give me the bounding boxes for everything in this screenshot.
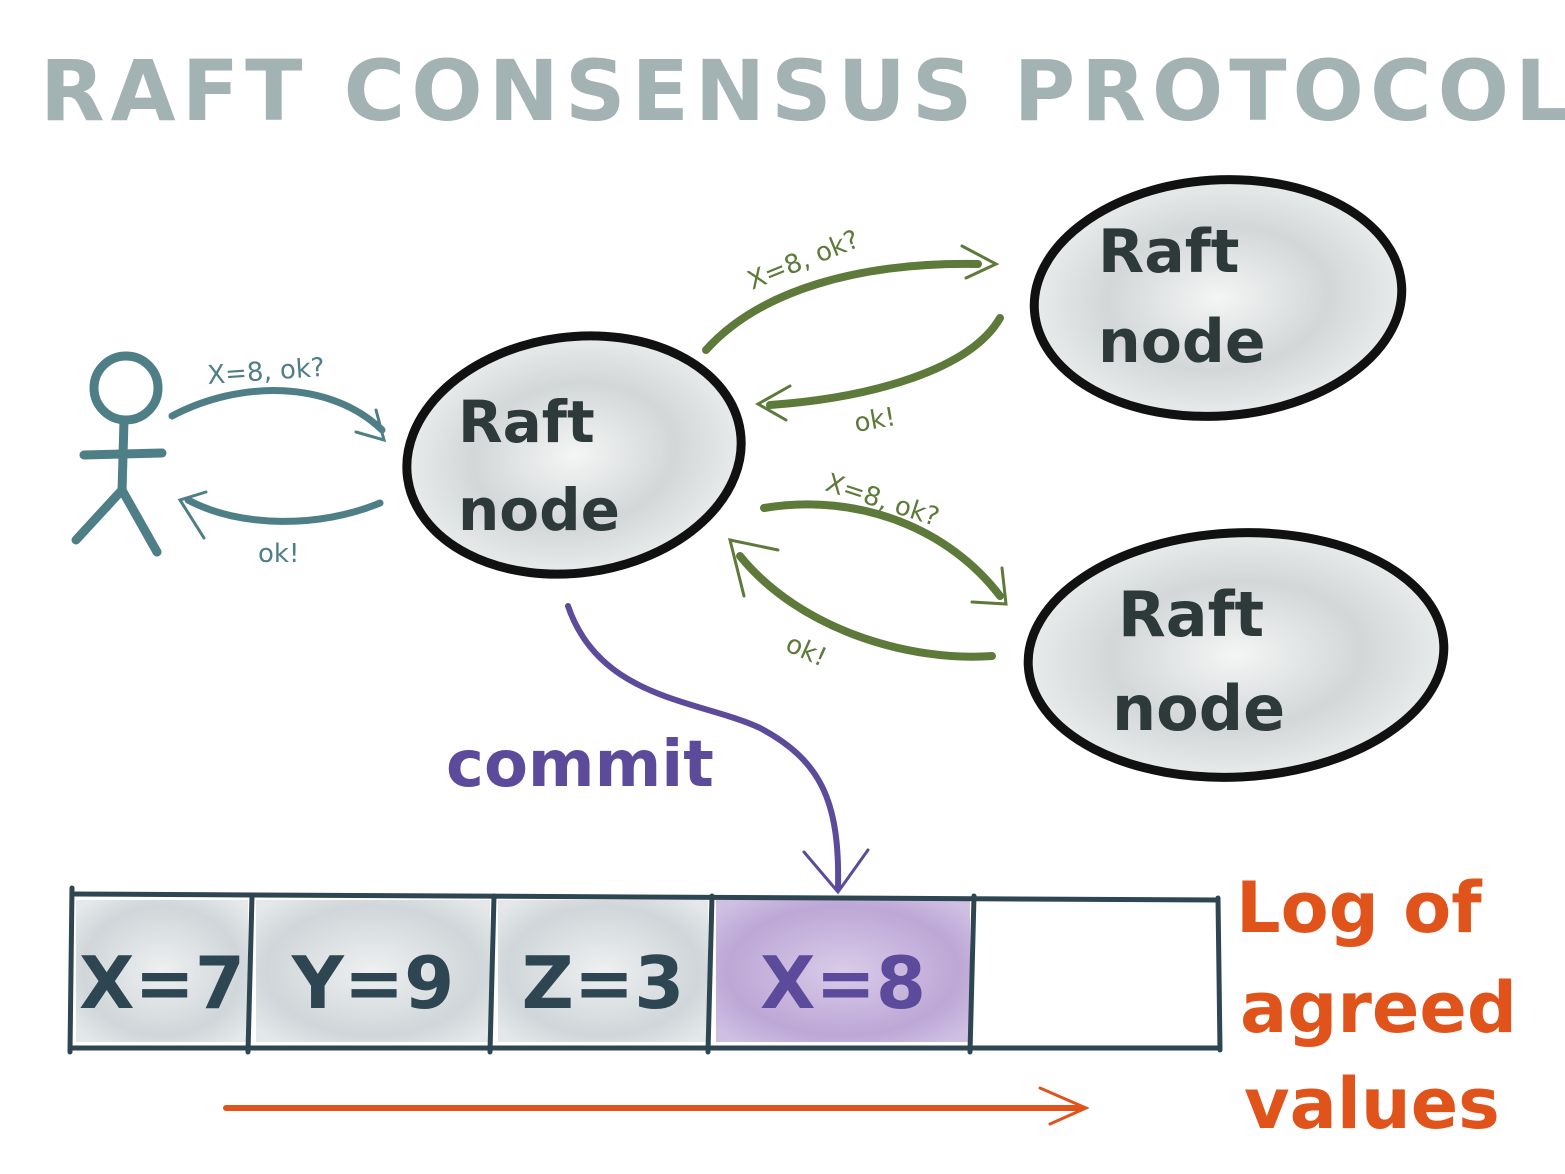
log-entry: Y=9 — [256, 900, 490, 1042]
log-entry: X=8 — [716, 900, 970, 1042]
log-divider — [487, 893, 497, 1055]
page-title: RAFT CONSENSUS PROTOCOL — [40, 42, 1565, 140]
stick-figure-icon — [71, 351, 167, 557]
top-follower-request-arrow — [702, 244, 1000, 354]
top-follower-response-arrow — [754, 314, 1004, 422]
log-label-line-2: agreed — [1240, 967, 1517, 1049]
log-border — [67, 885, 1223, 1055]
log-direction-arrow — [223, 1086, 1090, 1126]
log-entry-shading — [76, 900, 248, 1042]
client-request-arrow — [168, 387, 387, 443]
log-entry-shading — [498, 900, 708, 1042]
follower-bottom-label-line2: node — [1112, 672, 1285, 745]
log-strip: X=7 Y=9 Z=3 X=8 — [67, 885, 1223, 1055]
log-entry: X=7 — [76, 900, 248, 1042]
top-follower-response-label: ok! — [852, 402, 898, 439]
leader-raft-node: Raft node — [402, 331, 746, 579]
bottom-follower-request-label: X=8, ok? — [822, 468, 943, 533]
log-divider — [967, 893, 977, 1055]
leader-node-label-line1: Raft — [458, 388, 595, 456]
client-request-label: X=8, ok? — [206, 353, 325, 391]
log-entry-value: Y=9 — [291, 941, 455, 1025]
log-entry-highlight — [716, 900, 970, 1042]
log-entry-shading — [256, 900, 490, 1042]
log-divider — [705, 893, 715, 1055]
log-entry-value: X=8 — [760, 941, 926, 1025]
log-label: Log of agreed values — [1236, 867, 1517, 1145]
follower-top-label-line2: node — [1098, 307, 1266, 377]
log-divider — [245, 893, 255, 1055]
client-response-label: ok! — [258, 539, 299, 569]
log-label-line-3: values — [1244, 1063, 1500, 1145]
follower-bottom-raft-node: Raft node — [1023, 528, 1449, 782]
bottom-follower-response-arrow — [727, 538, 996, 661]
bottom-follower-request-arrow — [760, 500, 1008, 606]
leader-node-label-line2: node — [458, 476, 620, 544]
follower-bottom-label-line1: Raft — [1118, 578, 1264, 651]
log-label-line-1: Log of — [1236, 867, 1483, 949]
log-entry-value: Z=3 — [522, 941, 685, 1025]
commit-label: commit — [446, 728, 714, 802]
follower-top-raft-node: Raft node — [1029, 175, 1407, 421]
log-entry-value: X=7 — [79, 941, 245, 1025]
commit-arrow — [565, 603, 870, 895]
follower-top-label-line1: Raft — [1098, 217, 1239, 287]
bottom-follower-response-label: ok! — [781, 629, 831, 673]
client-response-arrow — [177, 490, 384, 540]
log-entry: Z=3 — [498, 900, 708, 1042]
